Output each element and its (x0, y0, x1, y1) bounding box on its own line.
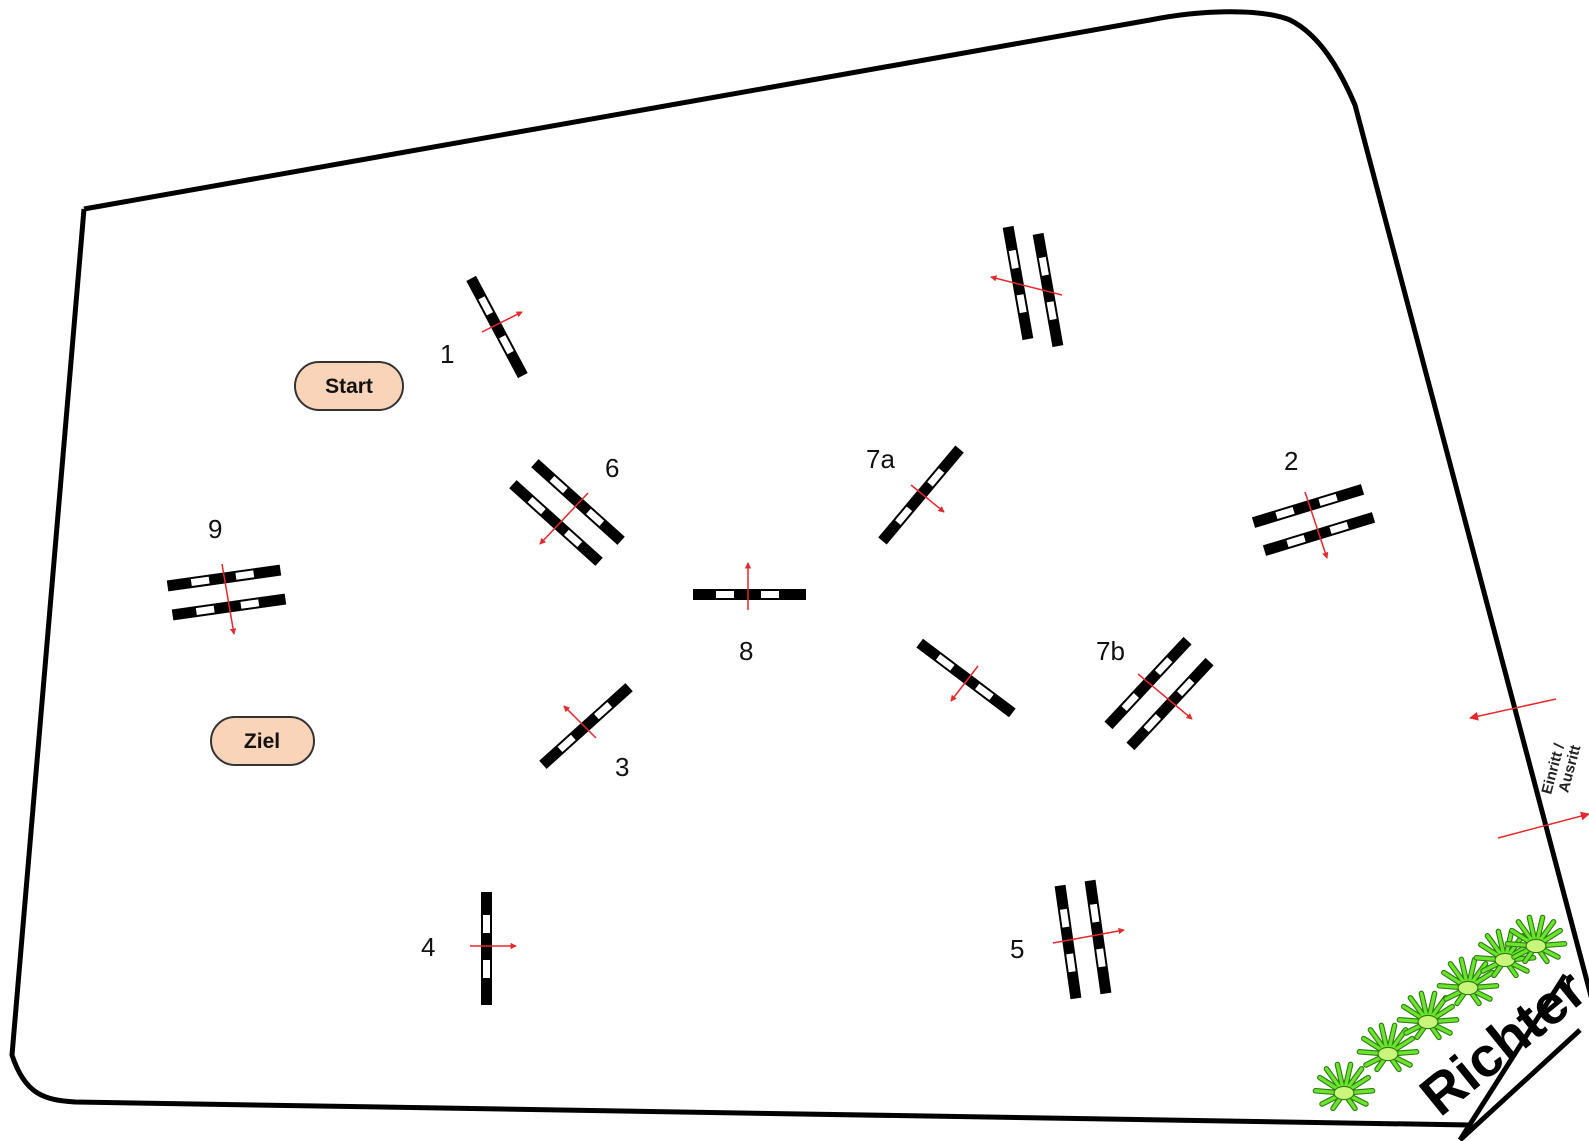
obstacle-8 (693, 563, 806, 610)
obstacle-7b (1104, 636, 1214, 751)
obstacle-1 (466, 275, 528, 379)
direction-arrow-icon (991, 277, 1063, 296)
direction-arrow-icon (221, 563, 234, 634)
obstacle-3 (539, 683, 633, 769)
obstacle-label-7a: 7a (866, 444, 895, 474)
direction-arrow-icon (481, 311, 522, 333)
obstacle-label-6-text: 6 (605, 453, 619, 483)
finish-label: Ziel (244, 730, 280, 753)
obstacle-label-2: 2 (1284, 446, 1298, 476)
obstacle-7a (878, 445, 964, 545)
arena-outline (9, 9, 1589, 1141)
direction-arrow-icon (1052, 930, 1124, 944)
direction-arrow-icon (1137, 673, 1192, 719)
obstacle-5 (1052, 879, 1124, 1000)
entry-arrow-icon (1469, 698, 1557, 721)
obstacle-label-1: 1 (440, 339, 454, 369)
obstacle-9 (166, 563, 287, 634)
obstacle-2 (1251, 484, 1376, 558)
exit-arrow-icon (1497, 811, 1589, 839)
start-label: Start (325, 375, 373, 398)
obstacle-label-3: 3 (615, 752, 629, 782)
direction-arrow-icon (564, 706, 597, 739)
direction-arrow-icon (950, 665, 979, 701)
hedge-plant-icon (1507, 917, 1564, 961)
obstacle-4 (470, 892, 516, 1005)
obstacle-label-7b: 7b (1096, 636, 1125, 666)
start-pill: Start (294, 361, 404, 411)
obstacle-label-9: 9 (208, 514, 222, 544)
obstacle-label-5: 5 (1010, 934, 1024, 964)
direction-arrow-icon (540, 492, 589, 544)
hedge-plant-icon (1315, 1064, 1372, 1108)
finish-pill: Ziel (210, 716, 315, 766)
obstacle-label-8: 8 (739, 636, 753, 666)
direction-arrow-icon (910, 484, 944, 512)
obstacle-6 (509, 459, 625, 566)
obstacle-single-mid-right (916, 638, 1016, 718)
obstacle-oxer-top (991, 225, 1064, 348)
direction-arrow-icon (1304, 491, 1327, 558)
obstacle-label-4: 4 (421, 932, 435, 962)
